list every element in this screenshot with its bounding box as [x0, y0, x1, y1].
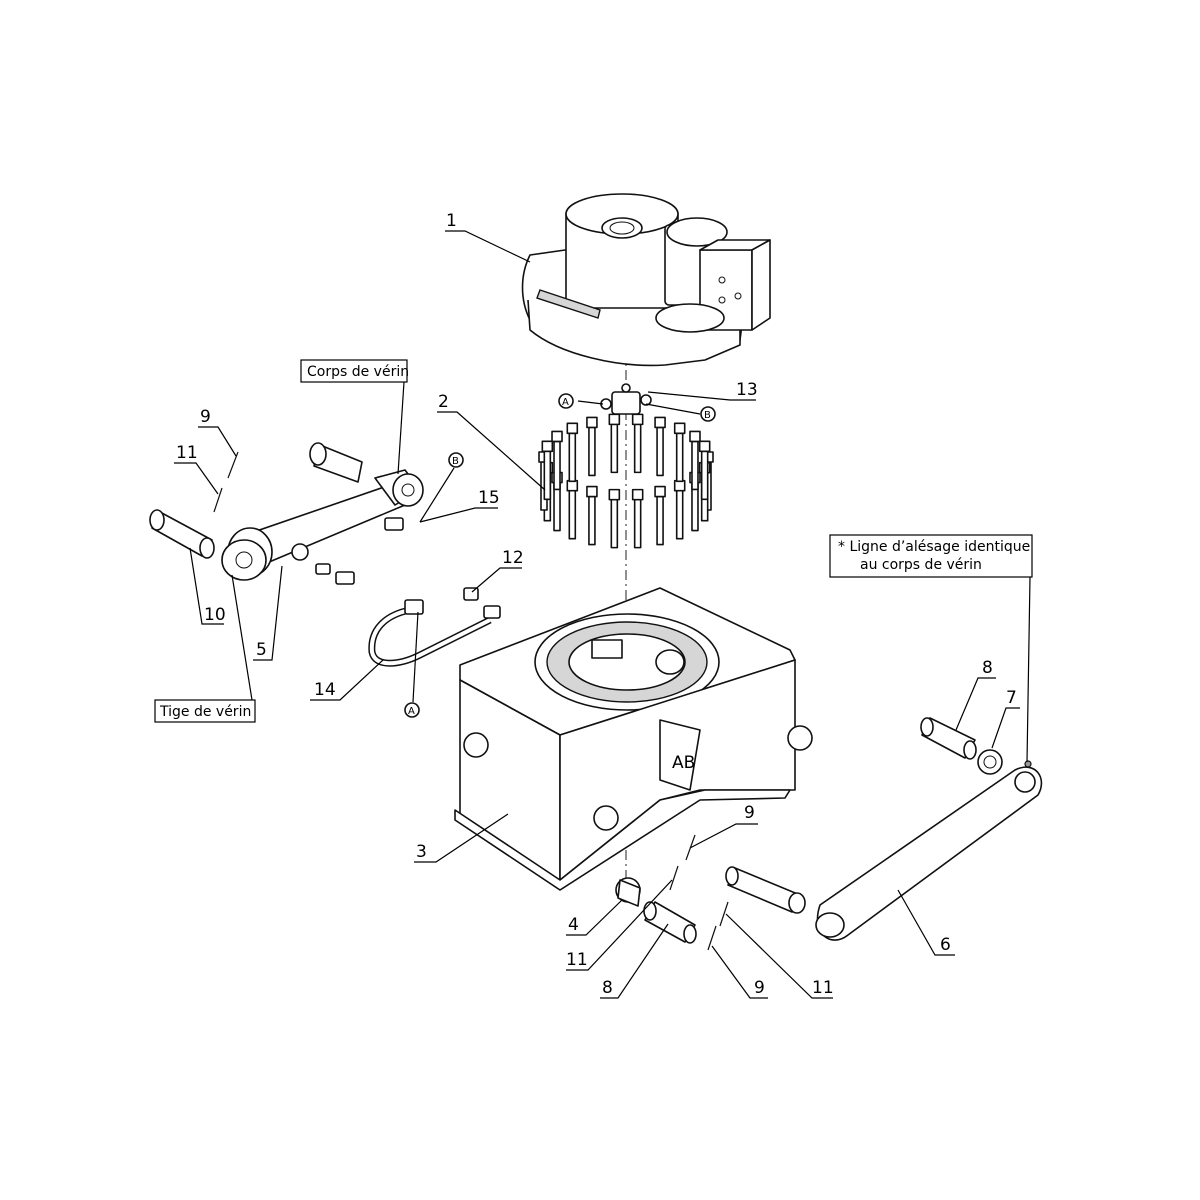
svg-text:11: 11	[176, 443, 198, 463]
part-2-bolt-ring	[538, 413, 714, 549]
callout-7: 7	[991, 688, 1020, 749]
svg-text:* Ligne d’alésage identique: * Ligne d’alésage identique	[838, 539, 1030, 555]
bolt	[586, 416, 598, 477]
bolt	[566, 422, 579, 483]
bolt	[689, 430, 701, 491]
svg-text:1: 1	[446, 211, 457, 231]
svg-text:B: B	[452, 456, 459, 467]
port-a-hose: A	[404, 611, 420, 718]
part-10-pin	[149, 509, 215, 559]
svg-text:9: 9	[754, 978, 765, 998]
svg-text:9: 9	[200, 407, 211, 427]
svg-text:5: 5	[256, 640, 267, 660]
part-14-hose	[368, 599, 501, 667]
svg-text:11: 11	[566, 950, 588, 970]
callout-3: 3	[414, 813, 509, 863]
part-11-spring-pin-left	[213, 487, 223, 513]
part-6-link-arm	[815, 760, 1043, 941]
bolt	[551, 430, 563, 491]
svg-text:au corps de vérin: au corps de vérin	[860, 557, 982, 573]
label-cylinder-rod: Tige de vérin	[154, 574, 256, 723]
part-11-spring-pin-lower	[719, 901, 729, 927]
part-5-hydraulic-cylinder	[221, 442, 424, 581]
callout-11-left: 11	[174, 443, 219, 495]
svg-text:Corps de vérin: Corps de vérin	[307, 364, 409, 380]
callout-1: 1	[445, 211, 531, 263]
part-9-cotter-left	[227, 451, 239, 479]
callout-4: 4	[566, 899, 623, 936]
callout-10: 10	[189, 547, 226, 625]
part-8-pin-lower	[725, 866, 806, 914]
callout-8-right: 8	[955, 658, 996, 731]
callout-11-lower: 11	[725, 913, 834, 999]
part-13-fitting	[577, 383, 701, 415]
part-9-cotter-lower	[707, 925, 717, 951]
label-cylinder-body: Corps de vérin	[300, 359, 409, 475]
svg-text:11: 11	[812, 978, 834, 998]
svg-text:B: B	[704, 410, 711, 421]
label-bore-line-note: * Ligne d’alésage identique au corps de …	[829, 534, 1033, 763]
bolt	[631, 488, 644, 549]
bolt	[586, 485, 598, 546]
callout-14: 14	[310, 659, 384, 701]
bolt	[673, 479, 686, 540]
port-b-hose: B	[419, 452, 464, 523]
bolt	[654, 416, 666, 477]
bolt	[654, 485, 666, 546]
part-3-base-housing: AB	[454, 587, 813, 891]
svg-text:Tige de vérin: Tige de vérin	[159, 704, 251, 720]
bolt	[631, 413, 644, 474]
svg-text:10: 10	[204, 605, 226, 625]
part-11-spring-pin-centre	[669, 865, 679, 891]
svg-text:8: 8	[982, 658, 993, 678]
svg-text:9: 9	[744, 803, 755, 823]
callout-6: 6	[897, 889, 955, 956]
part-8-pin-right	[920, 717, 977, 760]
callout-2: 2	[437, 392, 546, 491]
bolt	[608, 413, 621, 474]
svg-text:7: 7	[1006, 688, 1017, 708]
callout-13: 13	[647, 380, 758, 401]
part-12-fitting	[463, 587, 479, 601]
housing-logo: AB	[672, 753, 695, 773]
bolt	[566, 479, 579, 540]
callout-9-lower: 9	[711, 945, 768, 999]
port-b-top: B	[700, 406, 716, 422]
callout-12: 12	[471, 548, 524, 593]
part-1-rotary-head	[521, 193, 771, 367]
svg-text:A: A	[408, 706, 415, 717]
svg-text:15: 15	[478, 488, 500, 508]
callout-9-centre: 9	[689, 803, 758, 849]
svg-text:14: 14	[314, 680, 336, 700]
bolt	[541, 440, 554, 501]
svg-text:A: A	[562, 397, 569, 408]
bolt	[608, 488, 621, 549]
part-15-hose	[315, 517, 448, 593]
callout-15: 15	[419, 488, 500, 523]
svg-text:4: 4	[568, 915, 579, 935]
svg-text:2: 2	[438, 392, 449, 412]
port-a-top: A	[558, 393, 574, 409]
part-8-pin-centre	[643, 901, 697, 944]
svg-text:12: 12	[502, 548, 524, 568]
svg-text:3: 3	[416, 842, 427, 862]
part-4-bushing	[615, 877, 641, 907]
callout-8-centre: 8	[600, 923, 669, 999]
callout-5: 5	[253, 565, 283, 661]
part-7-bushing	[977, 749, 1003, 775]
callout-11-centre: 11	[566, 879, 673, 971]
svg-text:6: 6	[940, 935, 951, 955]
callout-9-left: 9	[198, 407, 237, 457]
svg-text:13: 13	[736, 380, 758, 400]
bolt	[673, 422, 686, 483]
bolt	[698, 440, 711, 501]
svg-text:8: 8	[602, 978, 613, 998]
